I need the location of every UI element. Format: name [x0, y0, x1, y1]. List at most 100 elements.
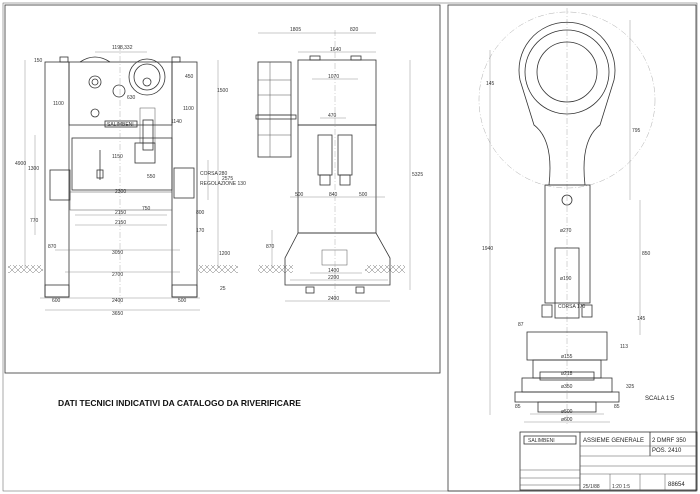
crank-eye [524, 29, 610, 115]
side-column [297, 124, 377, 234]
svg-text:500: 500 [178, 298, 187, 304]
svg-text:1300: 1300 [28, 166, 39, 172]
svg-text:145: 145 [637, 316, 646, 322]
access-ladder [257, 61, 292, 158]
svg-text:820: 820 [350, 27, 359, 33]
left-sheet-frame [4, 4, 441, 374]
left-upright [44, 61, 70, 298]
connecting-arm [518, 21, 616, 186]
svg-text:450: 450 [185, 74, 194, 80]
svg-text:ø350: ø350 [561, 384, 573, 390]
svg-text:2150: 2150 [115, 210, 126, 216]
piston [554, 247, 580, 319]
ground-hatch-left [8, 265, 43, 273]
svg-text:2700: 2700 [112, 272, 123, 278]
ram-section [544, 184, 591, 304]
flywheel-circle [478, 11, 656, 189]
svg-text:CORSA 170: CORSA 170 [558, 304, 585, 310]
slide-cylinder-left [317, 134, 333, 176]
gear-circle [112, 84, 126, 98]
brand-plate: SALIMBENI [107, 122, 134, 128]
front-view-dimensions: 1198,332 150 450 1100 1100 1500 1140 630… [15, 45, 246, 317]
slide [134, 142, 156, 164]
front-view: SALIMBENI [8, 45, 238, 311]
detail-view [478, 8, 656, 425]
bolster [69, 191, 173, 211]
model-number: 2 DMRF 350 [652, 438, 687, 444]
svg-text:630: 630 [127, 95, 136, 101]
svg-text:870: 870 [266, 244, 275, 250]
technical-note: DATI TECNICI INDICATIVI DA CATALOGO DA R… [58, 398, 301, 408]
left-control-panel [49, 169, 71, 201]
svg-text:150: 150 [34, 58, 43, 64]
svg-text:2400: 2400 [112, 298, 123, 304]
side-view-dimensions: 1805 820 1640 1070 470 500 840 500 5325 … [266, 27, 423, 302]
platform [255, 114, 297, 120]
svg-text:85: 85 [614, 404, 620, 410]
svg-text:550: 550 [147, 174, 156, 180]
shaft-circle [88, 75, 102, 89]
svg-text:500: 500 [295, 192, 304, 198]
right-control-panel [173, 167, 195, 199]
svg-text:840: 840 [329, 192, 338, 198]
date-value: 25/1/88 [583, 484, 600, 490]
right-upright [171, 61, 198, 298]
svg-text:500: 500 [359, 192, 368, 198]
side-crown [297, 59, 377, 126]
svg-text:85: 85 [515, 404, 521, 410]
svg-text:3050: 3050 [112, 250, 123, 256]
svg-text:ø155: ø155 [561, 354, 573, 360]
svg-text:1070: 1070 [328, 74, 339, 80]
svg-text:25: 25 [220, 286, 226, 292]
svg-text:CORSA 280: CORSA 280 [200, 171, 227, 177]
svg-text:87: 87 [518, 322, 524, 328]
svg-text:ø270: ø270 [560, 228, 572, 234]
svg-text:ø190: ø190 [560, 276, 572, 282]
slide-cylinder-right [337, 134, 353, 176]
right-sheet-frame [447, 4, 697, 492]
svg-text:1640: 1640 [330, 47, 341, 53]
svg-text:2300: 2300 [115, 189, 126, 195]
svg-text:1200: 1200 [219, 251, 230, 257]
svg-text:1100: 1100 [53, 101, 64, 107]
svg-text:800: 800 [196, 210, 205, 216]
svg-text:795: 795 [632, 128, 641, 134]
svg-text:1400: 1400 [328, 268, 339, 274]
svg-text:870: 870 [48, 244, 57, 250]
detail-view-dimensions: 145 795 1940 850 ø270 ø190 CORSA 170 145… [482, 81, 675, 423]
scale-value: 1:20 1:5 [612, 484, 630, 490]
die-window [71, 137, 173, 191]
svg-text:145: 145 [486, 81, 495, 87]
title-block: SALIMBENI ASSIEME GENERALE 2 DMRF 350 PO… [519, 431, 698, 491]
main-gear [128, 58, 166, 96]
drawing-number: 88654 [668, 482, 685, 488]
svg-text:5325: 5325 [412, 172, 423, 178]
ground-hatch-right [198, 265, 238, 273]
position-number: POS. 2410 [652, 448, 682, 454]
side-base [284, 232, 391, 286]
svg-text:170: 170 [196, 228, 205, 234]
svg-text:1940: 1940 [482, 246, 493, 252]
svg-text:1100: 1100 [183, 106, 194, 112]
flywheel-top [79, 56, 111, 63]
scale-label: SCALA 1:5 [645, 396, 675, 402]
drawing-title: ASSIEME GENERALE [583, 438, 644, 444]
svg-text:470: 470 [328, 113, 337, 119]
svg-text:1500: 1500 [217, 88, 228, 94]
svg-text:113: 113 [620, 344, 628, 350]
svg-text:ø218: ø218 [561, 371, 573, 377]
svg-text:325: 325 [626, 384, 635, 390]
company-logo [523, 435, 577, 445]
svg-text:770: 770 [30, 218, 39, 224]
svg-text:600: 600 [52, 298, 61, 304]
svg-text:1805: 1805 [290, 27, 301, 33]
svg-text:2575: 2575 [222, 176, 233, 182]
logo-text: SALIMBENI [528, 438, 555, 444]
svg-text:1198,332: 1198,332 [112, 45, 133, 51]
svg-text:REGOLAZIONE 130: REGOLAZIONE 130 [200, 181, 246, 187]
svg-text:1150: 1150 [112, 154, 123, 160]
crown [68, 61, 173, 126]
svg-text:850: 850 [642, 251, 651, 257]
svg-text:1140: 1140 [171, 119, 182, 125]
